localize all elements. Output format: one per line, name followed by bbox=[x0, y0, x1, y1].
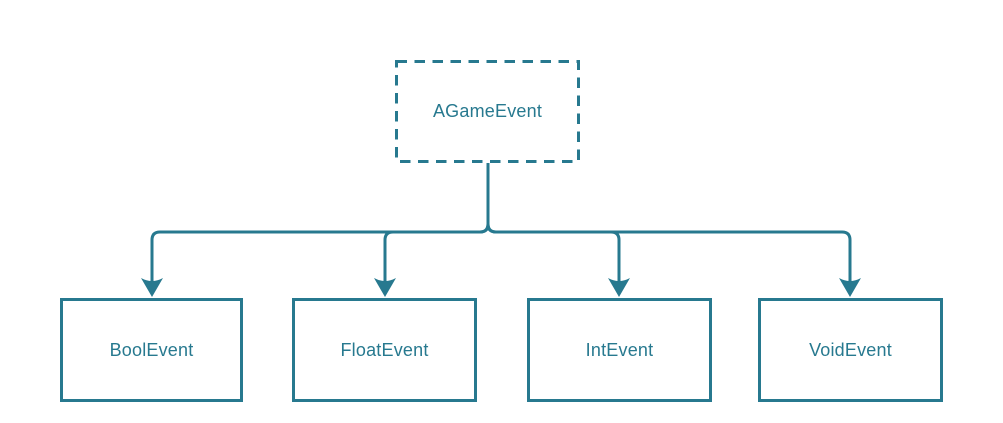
connector-to-floatevent bbox=[383, 163, 490, 281]
node-label: AGameEvent bbox=[432, 101, 543, 121]
node-label: FloatEvent bbox=[340, 339, 429, 360]
arrow-down-icon bbox=[141, 278, 163, 297]
arrow-down-icon bbox=[839, 278, 861, 297]
node-label: IntEvent bbox=[585, 339, 654, 360]
node-label: BoolEvent bbox=[109, 339, 194, 360]
connector-paths bbox=[150, 163, 852, 281]
arrow-down-icon bbox=[374, 278, 396, 297]
connector-to-intevent bbox=[486, 163, 621, 281]
connector-to-voidevent bbox=[486, 163, 852, 281]
node-voidevent[interactable]: VoidEvent bbox=[758, 298, 943, 402]
arrow-down-icon bbox=[608, 278, 630, 297]
node-floatevent[interactable]: FloatEvent bbox=[292, 298, 477, 402]
connector-to-boolevent bbox=[150, 163, 490, 281]
node-agameevent[interactable]: AGameEvent bbox=[395, 60, 580, 163]
node-intevent[interactable]: IntEvent bbox=[527, 298, 712, 402]
node-boolevent[interactable]: BoolEvent bbox=[60, 298, 243, 402]
arrowheads bbox=[141, 278, 861, 297]
node-label: VoidEvent bbox=[809, 339, 892, 360]
